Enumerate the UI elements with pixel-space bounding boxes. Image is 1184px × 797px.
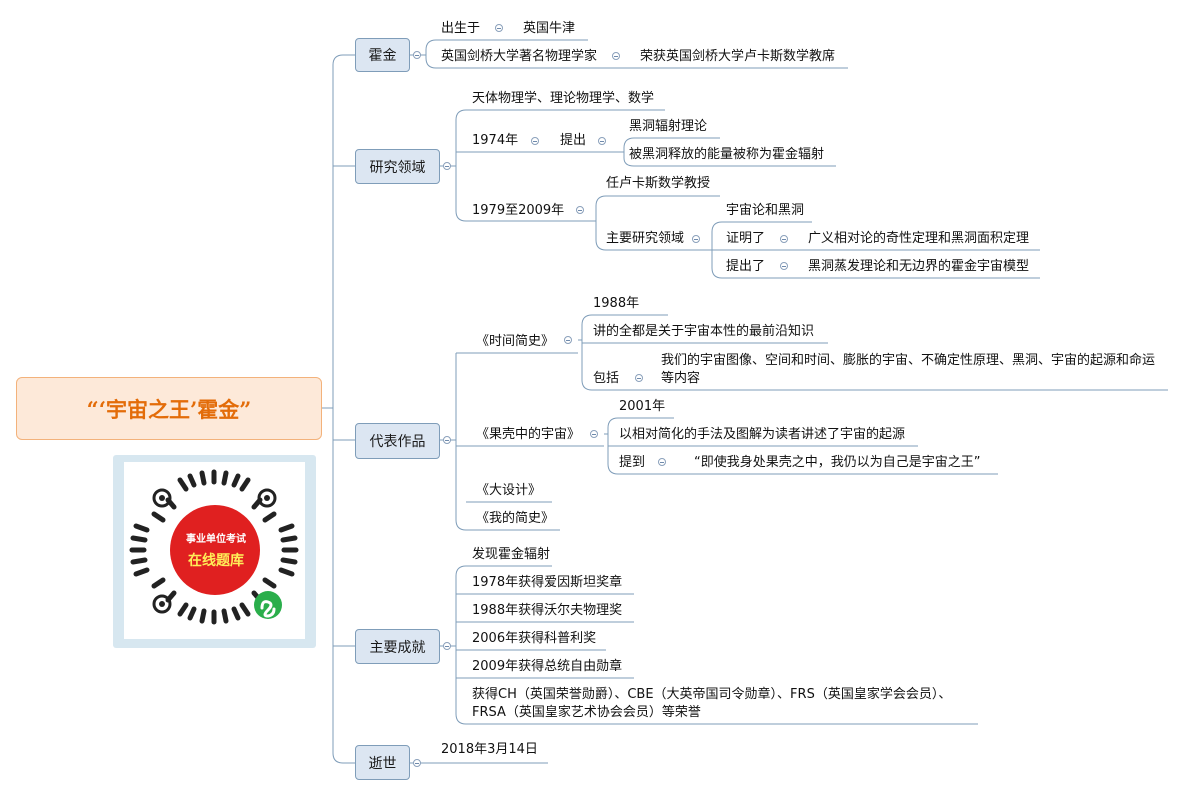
node-grand-design[interactable]: 《大设计》 — [476, 483, 542, 498]
node-brief-history[interactable]: 《时间简史》 — [476, 334, 555, 349]
node-professor[interactable]: 任卢卡斯数学教授 — [606, 176, 711, 191]
node-proposed[interactable]: 提出 — [560, 133, 587, 148]
collapse-toggle-proved[interactable] — [780, 235, 788, 243]
node-death-date[interactable]: 2018年3月14日 — [441, 742, 538, 757]
node-bh-year[interactable]: 1988年 — [593, 296, 640, 311]
node-1979[interactable]: 1979至2009年 — [472, 203, 565, 218]
node-my-brief[interactable]: 《我的简史》 — [476, 511, 555, 526]
collapse-toggle-achievements[interactable] — [443, 642, 451, 650]
branch-research-label: 研究领域 — [369, 159, 426, 176]
node-proposed2-value[interactable]: 黑洞蒸发理论和无边界的霍金宇宙模型 — [808, 259, 1030, 274]
node-achievement[interactable]: 发现霍金辐射 — [472, 547, 551, 562]
node-ns-quote[interactable]: “即使我身处果壳之中，我仍以为自己是宇宙之王” — [694, 455, 981, 470]
collapse-toggle-mention[interactable] — [658, 458, 666, 466]
branch-death[interactable]: 逝世 — [355, 745, 410, 780]
branch-achievements-label: 主要成就 — [369, 639, 426, 656]
branch-hawking[interactable]: 霍金 — [355, 38, 410, 72]
collapse-toggle-includes[interactable] — [635, 374, 643, 382]
node-fields[interactable]: 天体物理学、理论物理学、数学 — [472, 91, 655, 106]
collapse-toggle-nutshell[interactable] — [590, 430, 598, 438]
branch-achievements[interactable]: 主要成就 — [355, 629, 440, 664]
node-honor[interactable]: 荣获英国剑桥大学卢卡斯数学教席 — [640, 49, 836, 64]
collapse-toggle-brief-history[interactable] — [564, 336, 572, 344]
collapse-toggle-proposed2[interactable] — [780, 262, 788, 270]
node-ns-desc[interactable]: 以相对简化的手法及图解为读者讲述了宇宙的起源 — [619, 427, 906, 442]
node-bh-desc[interactable]: 讲的全都是关于宇宙本性的最前沿知识 — [593, 324, 815, 339]
branch-works[interactable]: 代表作品 — [355, 423, 440, 459]
collapse-toggle-1979[interactable] — [576, 206, 584, 214]
qr-label-bank: 在线题库 — [188, 553, 244, 569]
branch-death-label: 逝世 — [368, 755, 397, 772]
collapse-toggle-role[interactable] — [612, 52, 620, 60]
node-topic[interactable]: 宇宙论和黑洞 — [726, 203, 805, 218]
collapse-toggle-hawking[interactable] — [413, 51, 421, 59]
qr-label-exam: 事业单位考试 — [186, 534, 246, 545]
node-born-value[interactable]: 英国牛津 — [523, 21, 576, 36]
node-main-research[interactable]: 主要研究领域 — [606, 231, 685, 246]
collapse-toggle-main-research[interactable] — [692, 235, 700, 243]
collapse-toggle-works[interactable] — [443, 436, 451, 444]
node-proved[interactable]: 证明了 — [726, 231, 766, 246]
node-achievement[interactable]: 1988年获得沃尔夫物理奖 — [472, 603, 623, 618]
node-honors-line1[interactable]: 获得CH（英国荣誉勋爵）、CBE（大英帝国司令勋章）、FRS（英国皇家学会会员）… — [472, 687, 952, 702]
node-ns-year[interactable]: 2001年 — [619, 399, 666, 414]
root-title: “‘宇宙之王’霍金” — [86, 396, 252, 422]
collapse-toggle-research[interactable] — [443, 162, 451, 170]
node-ns-mention[interactable]: 提到 — [619, 455, 646, 470]
node-proved-value[interactable]: 广义相对论的奇性定理和黑洞面积定理 — [808, 231, 1030, 246]
collapse-toggle-born[interactable] — [495, 24, 503, 32]
node-role[interactable]: 英国剑桥大学著名物理学家 — [441, 49, 598, 64]
node-achievement[interactable]: 1978年获得爱因斯坦奖章 — [472, 575, 623, 590]
node-born-label[interactable]: 出生于 — [441, 21, 481, 36]
qr-code-graphic[interactable] — [124, 462, 305, 639]
node-honors-line2[interactable]: FRSA（英国皇家艺术协会会员）等荣誉 — [472, 705, 701, 720]
node-proposed2[interactable]: 提出了 — [726, 259, 766, 274]
branch-hawking-label: 霍金 — [368, 48, 397, 64]
node-theory-radiation[interactable]: 黑洞辐射理论 — [629, 119, 708, 134]
node-nutshell[interactable]: 《果壳中的宇宙》 — [476, 427, 581, 442]
branch-research[interactable]: 研究领域 — [355, 149, 440, 184]
collapse-toggle-1974[interactable] — [531, 137, 539, 145]
node-bh-includes[interactable]: 包括 — [593, 371, 620, 386]
collapse-toggle-proposed[interactable] — [598, 137, 606, 145]
node-achievement[interactable]: 2006年获得科普利奖 — [472, 631, 597, 646]
collapse-toggle-death[interactable] — [413, 759, 421, 767]
node-theory-hawking-radiation[interactable]: 被黑洞释放的能量被称为霍金辐射 — [629, 147, 825, 162]
branch-works-label: 代表作品 — [369, 434, 426, 450]
node-bh-includes-value[interactable]: 我们的宇宙图像、空间和时间、膨胀的宇宙、不确定性原理、黑洞、宇宙的起源和命运等内… — [661, 353, 1156, 386]
root-topic[interactable]: “‘宇宙之王’霍金” — [16, 377, 322, 440]
node-1974[interactable]: 1974年 — [472, 133, 519, 148]
node-achievement[interactable]: 2009年获得总统自由勋章 — [472, 659, 623, 674]
